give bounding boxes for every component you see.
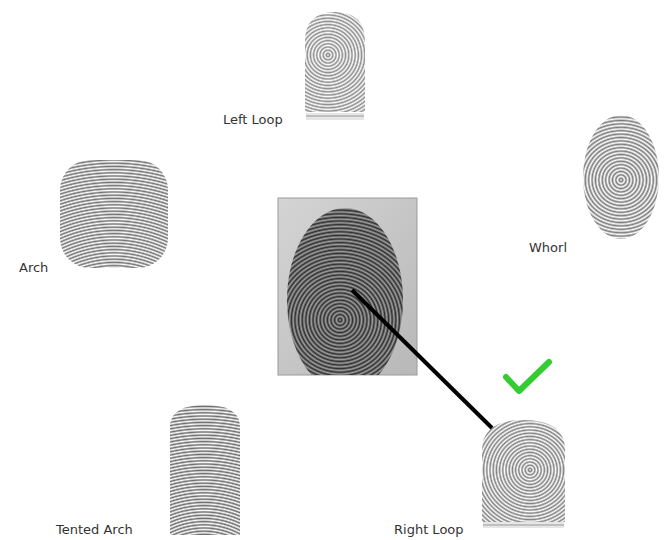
left-loop-print [305,12,365,120]
pattern-name: Whorl [528,240,568,255]
tented-arch-print [170,405,240,535]
right-loop-print [482,420,565,528]
print-label: Arch [18,257,49,276]
sample-print [278,198,417,392]
print-label: Left Loop [222,109,284,128]
whorl-print [583,115,659,239]
match-line [352,290,492,428]
print-label: Tented Arch [55,519,134,538]
arch-print [60,160,168,268]
print-label: Whorl [528,237,568,256]
print-label: Right Loop [393,519,465,538]
pattern-name: Arch [18,260,49,275]
pattern-name: Tented Arch [55,522,134,537]
pattern-name: Right Loop [393,522,465,537]
pattern-name: Left Loop [222,112,284,127]
check-mark [506,362,549,391]
